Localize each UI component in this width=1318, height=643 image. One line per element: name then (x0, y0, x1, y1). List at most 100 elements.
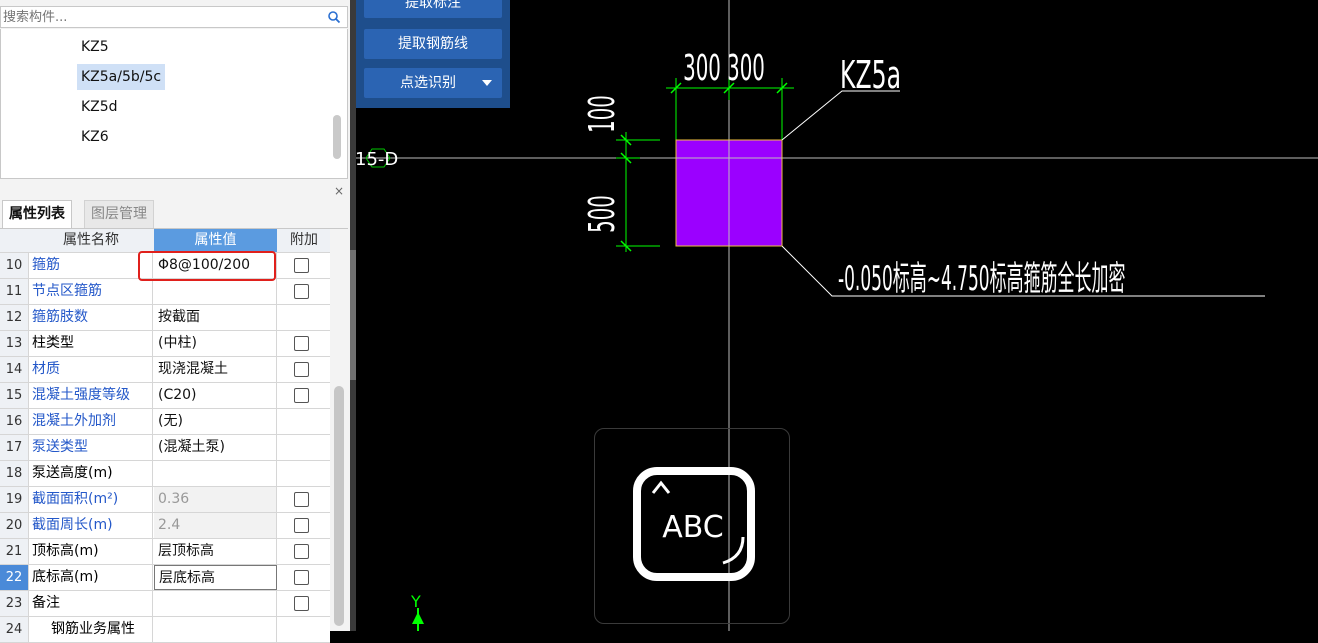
dim-tick (723, 82, 735, 94)
dim-text-top-right: 300 (727, 47, 765, 89)
row-value[interactable] (154, 591, 277, 616)
checkbox[interactable] (294, 258, 309, 273)
checkbox[interactable] (294, 362, 309, 377)
row-number: 18 (0, 461, 29, 486)
label-leader (781, 90, 900, 141)
row-value[interactable]: (中柱) (154, 331, 277, 356)
dim-tick (620, 152, 632, 164)
table-row-selected[interactable]: 22 底标高(m) 层底标高 (0, 565, 330, 591)
checkbox[interactable] (294, 518, 309, 533)
row-extra (278, 565, 330, 590)
row-number: 15 (0, 383, 29, 408)
row-number: 14 (0, 357, 29, 382)
panel-tabs: 属性列表 图层管理 (0, 200, 348, 229)
row-name: 底标高(m) (29, 565, 153, 590)
left-panel: KZ5 KZ5a/5b/5c KZ5d KZ6 × 属性列表 图层管理 属性名称… (0, 0, 350, 643)
table-row[interactable]: 15 混凝土强度等级 (C20) (0, 383, 330, 409)
row-value[interactable]: 层顶标高 (154, 539, 277, 564)
row-extra (278, 617, 330, 642)
ocr-icon-caret (651, 480, 671, 494)
table-row[interactable]: 23 备注 (0, 591, 330, 617)
extract-rebar-line-button[interactable]: 提取钢筋线 (364, 29, 502, 59)
axis-label: 15-D (356, 149, 398, 170)
row-name: 备注 (29, 591, 153, 616)
grid-scrollbar[interactable] (334, 386, 344, 626)
table-row[interactable]: 24 钢筋业务属性 (0, 617, 330, 643)
checkbox[interactable] (294, 336, 309, 351)
row-value[interactable] (154, 461, 277, 486)
point-select-button[interactable]: 点选识别 (364, 68, 502, 98)
row-value[interactable]: Φ8@100/200 (154, 253, 277, 278)
y-axis-label: Y (410, 592, 421, 611)
row-number: 24 (0, 617, 29, 642)
table-row[interactable]: 13 柱类型 (中柱) (0, 331, 330, 357)
checkbox[interactable] (294, 544, 309, 559)
ocr-recognize-box[interactable]: ABC (594, 428, 790, 624)
tree-item-selected[interactable]: KZ5a/5b/5c (77, 64, 166, 90)
search-input[interactable] (3, 8, 313, 26)
extract-annotation-button[interactable]: 提取标注 (364, 0, 502, 18)
table-row[interactable]: 21 顶标高(m) 层顶标高 (0, 539, 330, 565)
table-row[interactable]: 17 泵送类型 (混凝土泵) (0, 435, 330, 461)
table-row[interactable]: 20 截面周长(m) 2.4 (0, 513, 330, 539)
tree-scrollbar[interactable] (333, 115, 341, 159)
row-name: 混凝土强度等级 (29, 383, 153, 408)
row-value[interactable]: (混凝土泵) (154, 435, 277, 460)
ocr-text-icon[interactable]: ABC (595, 429, 791, 625)
row-value[interactable]: (无) (154, 409, 277, 434)
checkbox[interactable] (294, 596, 309, 611)
row-name: 泵送类型 (29, 435, 153, 460)
row-value[interactable] (154, 279, 277, 304)
ocr-icon-curve (722, 536, 745, 565)
tab-layers[interactable]: 图层管理 (84, 200, 154, 228)
table-row[interactable]: 11 节点区箍筋 (0, 279, 330, 305)
row-extra (278, 435, 330, 460)
table-row[interactable]: 12 箍筋肢数 按截面 (0, 305, 330, 331)
tab-properties[interactable]: 属性列表 (2, 200, 72, 228)
table-row[interactable]: 18 泵送高度(m) (0, 461, 330, 487)
close-icon[interactable]: × (333, 184, 344, 198)
row-value[interactable]: (C20) (154, 383, 277, 408)
row-name: 柱类型 (29, 331, 153, 356)
row-extra (278, 383, 330, 408)
row-extra (278, 461, 330, 486)
search-icon[interactable] (327, 10, 341, 24)
row-value[interactable] (154, 617, 277, 642)
checkbox[interactable] (294, 388, 309, 403)
chevron-down-icon[interactable] (482, 80, 492, 86)
search-box (0, 6, 348, 28)
checkbox[interactable] (294, 492, 309, 507)
row-extra (278, 539, 330, 564)
header-extra: 附加 (290, 232, 318, 248)
splitter-handle[interactable] (350, 250, 356, 380)
dim-text-left-top: 100 (581, 95, 623, 133)
row-extra (278, 409, 330, 434)
column-label: KZ5a (840, 54, 901, 97)
ocr-icon-frame (633, 467, 755, 581)
tree-item[interactable]: KZ5d (81, 99, 118, 115)
tree-item[interactable]: KZ6 (81, 129, 109, 145)
row-number: 10 (0, 253, 29, 278)
cad-canvas[interactable]: 15-D 300 300 100 500 KZ5a -0.050标高~4.750… (356, 0, 1318, 631)
tree-item[interactable]: KZ5 (81, 39, 109, 55)
row-number: 20 (0, 513, 29, 538)
dim-tick (776, 82, 788, 94)
table-row[interactable]: 16 混凝土外加剂 (无) (0, 409, 330, 435)
row-value[interactable]: 按截面 (154, 305, 277, 330)
axis-bubble (365, 148, 391, 168)
elevation-note: -0.050标高~4.750标高箍筋全长加密 (838, 260, 1126, 299)
table-row[interactable]: 19 截面面积(m²) 0.36 (0, 487, 330, 513)
checkbox[interactable] (294, 284, 309, 299)
row-extra (278, 331, 330, 356)
table-row[interactable]: 14 材质 现浇混凝土 (0, 357, 330, 383)
row-value[interactable]: 层底标高 (154, 565, 277, 590)
row-value[interactable]: 现浇混凝土 (154, 357, 277, 382)
row-name: 混凝土外加剂 (29, 409, 153, 434)
row-number: 17 (0, 435, 29, 460)
checkbox[interactable] (294, 570, 309, 585)
note-leader (781, 245, 1265, 297)
dim-tick (620, 240, 632, 252)
row-number: 11 (0, 279, 29, 304)
dim-tick (670, 82, 682, 94)
dim-text-left-bottom: 500 (581, 195, 623, 233)
